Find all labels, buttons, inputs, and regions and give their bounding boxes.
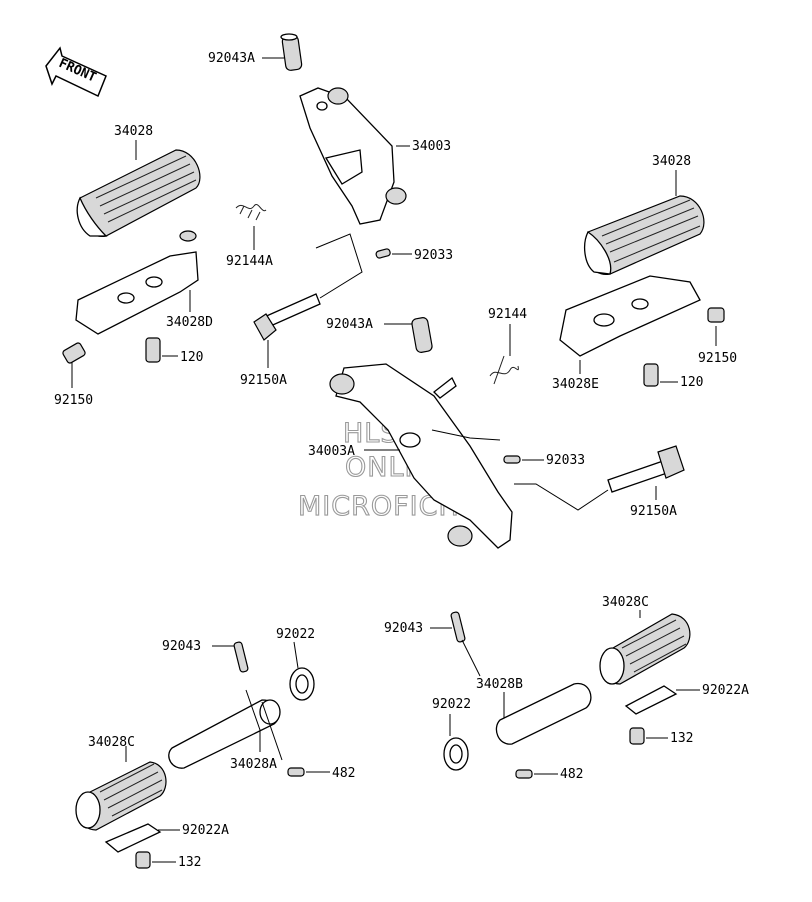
plate-92022a-right	[624, 685, 678, 715]
part-label: 92043A	[208, 51, 255, 66]
part-label: 482	[332, 766, 355, 781]
part-label: 92022	[276, 627, 315, 642]
rubber-footpeg-34028-right	[583, 195, 705, 275]
spring-92144a	[235, 204, 267, 221]
bracket-34003a	[329, 363, 513, 549]
part-label: 92150	[698, 351, 737, 366]
part-label: 92022A	[702, 683, 749, 698]
part-label: 92033	[414, 248, 453, 263]
nut-92150-right	[707, 307, 725, 323]
pin-92043-left	[233, 641, 249, 673]
bolt-120-right	[643, 363, 659, 387]
washer-92022-left	[289, 667, 315, 701]
bolt-120-left	[145, 337, 161, 363]
bolt-92150a-left	[253, 293, 321, 341]
part-label: 34028	[114, 124, 153, 139]
bolt-132-right	[629, 727, 645, 745]
part-label: 120	[680, 375, 703, 390]
part-label: 34003A	[308, 444, 355, 459]
part-label: 92144	[488, 307, 527, 322]
washer-92022-right	[443, 737, 469, 771]
spring-92144	[489, 355, 519, 385]
part-label: 34028E	[552, 377, 599, 392]
part-label: 92043A	[326, 317, 373, 332]
part-label: 34028	[652, 154, 691, 169]
pin-92043a-mid	[411, 317, 433, 353]
part-label: 34028D	[166, 315, 213, 330]
peg-arm-34028b	[495, 682, 592, 745]
clip-482-right	[515, 769, 533, 779]
part-label: 92150A	[240, 373, 287, 388]
part-labels: 92043A 34003 34028 92144A 92033 34028 34…	[54, 51, 749, 870]
part-label: 132	[178, 855, 201, 870]
front-direction-arrow: FRONT	[45, 46, 107, 98]
part-label: 92150A	[630, 504, 677, 519]
rubber-footpeg-34028c-right	[599, 613, 691, 685]
part-label: 92150	[54, 393, 93, 408]
part-label: 92043	[384, 621, 423, 636]
pin-92043a-top	[280, 33, 303, 71]
clip-482-left	[287, 767, 305, 777]
rubber-footpeg-34028-left	[76, 149, 201, 237]
footpeg-bracket-34028d	[75, 230, 199, 335]
part-label: 132	[670, 731, 693, 746]
leader-lines	[71, 57, 717, 863]
pin-92043-right	[450, 611, 466, 643]
bracket-34003	[299, 87, 407, 225]
part-label: 34028C	[602, 595, 649, 610]
part-label: 92033	[546, 453, 585, 468]
part-label: 34003	[412, 139, 451, 154]
part-label: 34028B	[476, 677, 523, 692]
pin-clip-92033-mid	[503, 455, 521, 464]
part-label: 92144A	[226, 254, 273, 269]
pin-clip-92033-top	[375, 248, 391, 259]
bolt-92150a-right	[607, 445, 685, 493]
part-label: 34028C	[88, 735, 135, 750]
rubber-footpeg-34028c-left	[75, 761, 167, 831]
part-label: 482	[560, 767, 583, 782]
part-label: 92043	[162, 639, 201, 654]
bolt-132-left	[135, 851, 151, 869]
part-label: 92022A	[182, 823, 229, 838]
part-label: 34028A	[230, 757, 277, 772]
part-label: 92022	[432, 697, 471, 712]
footpeg-bracket-34028e	[559, 275, 701, 357]
part-label: 120	[180, 350, 203, 365]
nut-92150-left	[62, 342, 86, 364]
plate-92022a-left	[104, 823, 162, 853]
